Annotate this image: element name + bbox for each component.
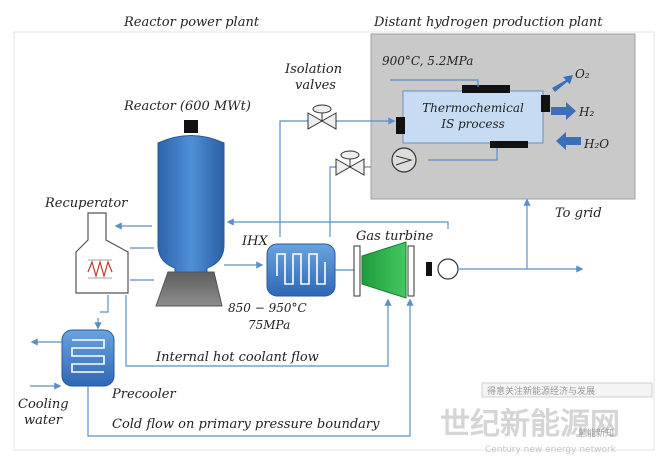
reactor-vessel (157, 135, 225, 273)
hot-coolant-flow-label: Internal hot coolant flow (155, 350, 319, 365)
is-process-box (402, 90, 544, 144)
isolation-valve-bottom (335, 150, 365, 176)
recuperator-unit (75, 212, 129, 294)
h2-label: H₂ (578, 105, 594, 119)
h2-arrow (551, 102, 576, 120)
process-conditions-label: 900°C, 5.2MPa (382, 54, 473, 68)
gas-turbine (361, 241, 407, 299)
to-grid-label: To grid (555, 206, 602, 221)
isolation-valve-top (307, 104, 337, 130)
circulator-pump (391, 147, 417, 173)
watermark-box (481, 382, 653, 398)
h2o-arrow (556, 132, 581, 150)
reactor-base (155, 271, 223, 307)
generator (437, 258, 459, 280)
turbine-frame-left (353, 245, 361, 297)
gas-turbine-label: Gas turbine (356, 229, 434, 244)
cooling-water-label-line2: water (24, 413, 63, 428)
temperature-label: 850 − 950°C (228, 301, 307, 315)
watermark-en: Century new energy network (485, 445, 617, 455)
process-port-top (462, 85, 510, 93)
is-process-label-line1: Thermochemical (422, 101, 524, 115)
cold-flow-label: Cold flow on primary pressure boundary (112, 417, 380, 432)
precooler-label: Precooler (111, 387, 176, 402)
isolation-valves-label-line1: Isolation (284, 62, 342, 77)
watermark-sub: 氢能新知 (578, 427, 614, 439)
generator-coupling (426, 262, 432, 276)
is-process-label-line2: IS process (440, 117, 505, 131)
o2-label: O₂ (575, 67, 590, 81)
process-port-left (396, 117, 405, 134)
turbine-frame-right (407, 245, 415, 297)
reactor-label: Reactor (600 MWt) (123, 99, 251, 114)
isolation-valves-label-line2: valves (295, 78, 336, 93)
watermark-box-text: 得意关注新能源经济与发展 (487, 385, 595, 397)
recuperator-label: Recuperator (44, 196, 128, 211)
reactor-plant-heading: Reactor power plant (123, 15, 260, 30)
watermark-cn: 世纪新能源网 (440, 407, 620, 442)
o2-arrow (552, 75, 573, 92)
h2o-label: H₂O (583, 137, 609, 151)
cooling-water-label-line1: Cooling (18, 397, 69, 412)
plant-frame (13, 31, 655, 451)
process-port-right (541, 95, 550, 112)
ihx-label: IHX (241, 234, 268, 249)
process-port-bottom (490, 141, 528, 148)
precooler-unit (61, 329, 115, 387)
hydrogen-plant-heading: Distant hydrogen production plant (373, 15, 603, 30)
pressure-label: 75MPa (248, 318, 290, 332)
reactor-top-nozzle (184, 120, 198, 133)
